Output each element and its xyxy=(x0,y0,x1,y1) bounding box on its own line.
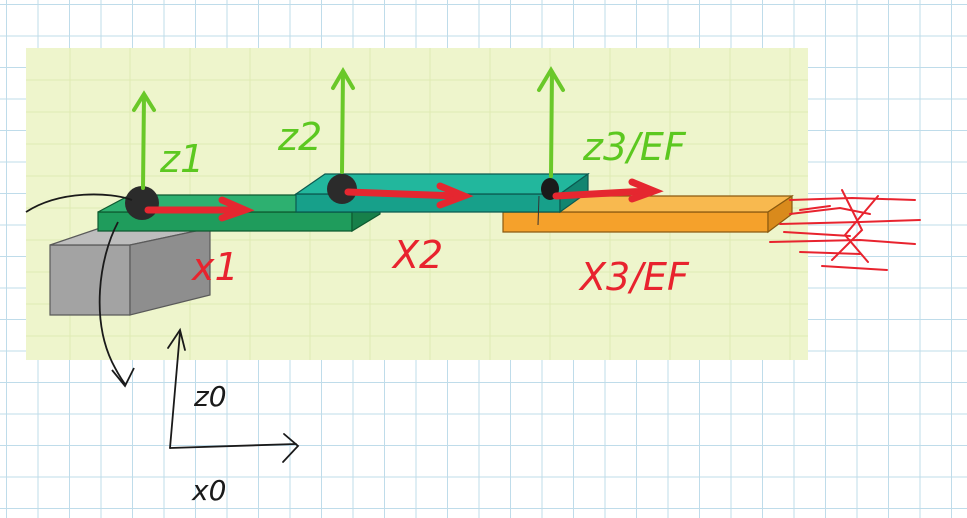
gripper-scribble xyxy=(769,189,921,271)
x3-label: X3/EF xyxy=(578,255,690,299)
link-2 xyxy=(294,172,590,214)
x2-label: X2 xyxy=(391,233,443,277)
z0-label: z0 xyxy=(193,380,227,413)
z1-label: z1 xyxy=(159,137,204,181)
x0-label: x0 xyxy=(191,474,226,507)
z2-label: z2 xyxy=(277,115,322,159)
base-block xyxy=(49,227,211,316)
base-frame xyxy=(167,327,300,463)
x1-axis xyxy=(144,196,255,222)
z1-axis xyxy=(132,90,156,190)
z3-axis xyxy=(537,66,565,178)
z3-label: z3/EF xyxy=(582,125,687,169)
joint-3-pin xyxy=(537,195,540,226)
rotation-arrow-down xyxy=(98,221,126,385)
link-3 xyxy=(502,194,794,234)
x3-axis xyxy=(552,178,664,203)
z2-axis xyxy=(331,67,355,174)
joint-1-dot xyxy=(125,186,159,220)
rotation-arrow-top xyxy=(25,193,133,213)
rotation-arrow-head xyxy=(111,367,135,388)
x2-axis xyxy=(344,182,474,209)
x1-label: x1 xyxy=(191,245,239,289)
joint-2-dot xyxy=(327,174,357,204)
